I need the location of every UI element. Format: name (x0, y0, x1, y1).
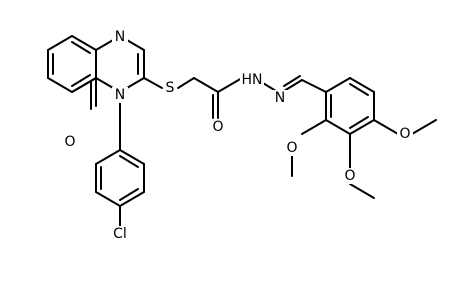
bond (301, 79, 327, 93)
bond (177, 77, 195, 89)
bond (143, 77, 163, 89)
bond (95, 149, 121, 165)
bond (47, 77, 73, 93)
bond (373, 119, 399, 135)
bond (283, 75, 301, 87)
bond (301, 119, 327, 135)
bond (95, 191, 121, 207)
atom-o-methoxy-4: O (399, 126, 410, 142)
bond (325, 119, 351, 135)
atom-cl-chloro: Cl (113, 226, 127, 242)
bond (47, 35, 73, 51)
bond (71, 41, 91, 54)
bond (349, 119, 375, 135)
bond (349, 77, 375, 93)
atom-s-thioether: S (166, 80, 175, 96)
bond (119, 155, 139, 168)
atom-n-ring-top: N (115, 29, 125, 45)
bond (193, 77, 219, 93)
atom-n-ring-bottom: N (115, 87, 125, 103)
bond (71, 35, 97, 51)
bond (71, 74, 91, 87)
atom-o-methoxy-3: O (344, 168, 355, 184)
bond (325, 77, 351, 93)
bond (119, 188, 139, 201)
bond (283, 79, 303, 92)
bond (71, 77, 97, 93)
bonds (47, 35, 437, 227)
atom-n-imine: N (275, 90, 285, 106)
atom-o-carbonyl-ring: O (64, 134, 75, 150)
bond (349, 83, 369, 96)
atom-labels: N N O S O HN N O O O Cl (62, 29, 413, 242)
bond (119, 191, 145, 207)
bond (349, 183, 375, 199)
atom-o-amide: O (212, 119, 223, 135)
bond (411, 119, 437, 135)
bond (349, 116, 369, 129)
bond (217, 77, 243, 93)
atom-o-methoxy-2: O (286, 140, 297, 156)
bond (119, 149, 145, 165)
atom-nh-hydrazide: HN (242, 72, 263, 88)
